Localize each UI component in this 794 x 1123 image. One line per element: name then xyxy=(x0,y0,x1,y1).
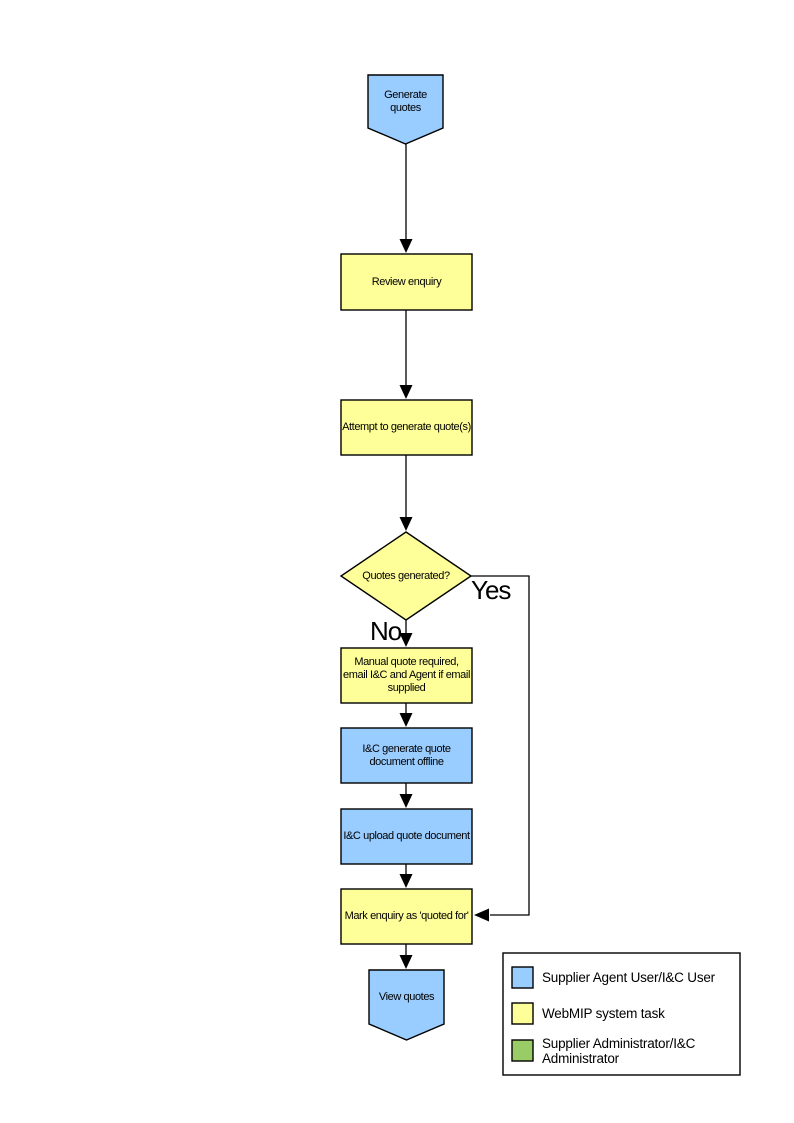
node-view-quotes-shape xyxy=(368,969,445,1041)
legend-label-webmip-task: WebMIP system task xyxy=(542,1006,665,1021)
arrowhead-into-attempt xyxy=(399,385,413,399)
branch-label-no: No xyxy=(370,616,402,646)
node-ic-generate-label: I&C generate quote document offline xyxy=(362,742,451,768)
arrowhead-into-review xyxy=(399,239,413,253)
arrowhead-into-icgenerate xyxy=(399,713,413,727)
node-review-enquiry-label: Review enquiry xyxy=(371,275,442,288)
node-ic-upload-shape xyxy=(340,808,473,865)
node-ic-generate-shape xyxy=(340,727,473,784)
edge-decision-mark-yes xyxy=(471,575,530,916)
node-quotes-generated-label: Quotes generated? xyxy=(362,569,450,582)
node-quotes-generated-decision-shape xyxy=(339,531,473,621)
node-attempt-generate-shape xyxy=(340,399,473,456)
node-manual-quote-shape xyxy=(340,647,473,704)
legend-swatch-yellow xyxy=(511,1002,534,1025)
node-ic-upload-label: I&C upload quote document xyxy=(343,830,470,842)
node-generate-quotes-shape xyxy=(367,74,444,145)
node-view-quotes-label: View quotes xyxy=(378,990,435,1003)
arrowhead-into-manual xyxy=(399,633,413,647)
legend-box xyxy=(502,952,741,1076)
node-mark-enquiry-label: Mark enquiry as 'quoted for' xyxy=(344,910,469,922)
arrowhead-into-view xyxy=(399,955,413,969)
arrowhead-yes-into-mark xyxy=(474,908,489,922)
arrowhead-into-decision xyxy=(399,517,413,531)
node-attempt-generate-label: Attempt to generate quote(s) xyxy=(342,421,471,433)
arrowhead-into-icupload xyxy=(399,794,413,808)
legend-swatch-blue xyxy=(511,966,534,989)
node-manual-quote-label: Manual quote required, email I&C and Age… xyxy=(343,656,470,694)
node-generate-quotes-label: Generate quotes xyxy=(384,89,427,114)
legend-label-supplier-agent: Supplier Agent User/I&C User xyxy=(542,970,715,985)
node-review-enquiry-shape xyxy=(340,253,473,311)
node-mark-enquiry-shape xyxy=(340,888,473,945)
legend-label-supplier-admin: Supplier Administrator/I&C Administrator xyxy=(542,1036,696,1066)
branch-label-yes: Yes xyxy=(471,575,511,605)
arrowhead-into-mark xyxy=(399,874,413,888)
legend-swatch-green xyxy=(511,1039,534,1062)
